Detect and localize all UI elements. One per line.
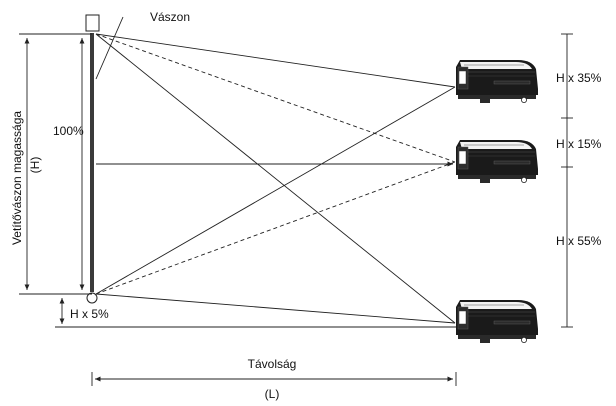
- offset-top-label: H x 35%: [556, 71, 602, 85]
- ray-bottom-to-projector-middle: [95, 161, 456, 295]
- projection-screen: [90, 33, 94, 292]
- screen-roller-icon: [85, 14, 100, 32]
- ray-top-to-projector-top: [95, 33, 456, 88]
- percent-100-label: 100%: [53, 124, 84, 138]
- ray-bottom-to-projector-top: [95, 86, 456, 295]
- distance-symbol: (L): [265, 387, 280, 401]
- distance-label: Távolság: [248, 357, 297, 371]
- projector-icon: [455, 299, 539, 344]
- screen-bottom-pivot: [86, 292, 98, 304]
- screen-label: Vászon: [150, 10, 190, 24]
- bottom-offset-label: H x 5%: [70, 307, 109, 321]
- ray-top-to-projector-bottom: [95, 33, 456, 324]
- screen-height-symbol: (H): [28, 157, 42, 174]
- screen-callout-line: [95, 16, 124, 80]
- projector-icon: [455, 139, 539, 184]
- offset-bottom-label: H x 55%: [556, 234, 602, 248]
- screen-height-label: Vetítővászon magassága: [10, 111, 24, 245]
- ray-top-to-projector-middle: [95, 33, 456, 163]
- offset-middle-label: H x 15%: [556, 137, 602, 151]
- projector-icon: [455, 59, 539, 104]
- ray-bottom-to-projector-bottom: [95, 293, 456, 324]
